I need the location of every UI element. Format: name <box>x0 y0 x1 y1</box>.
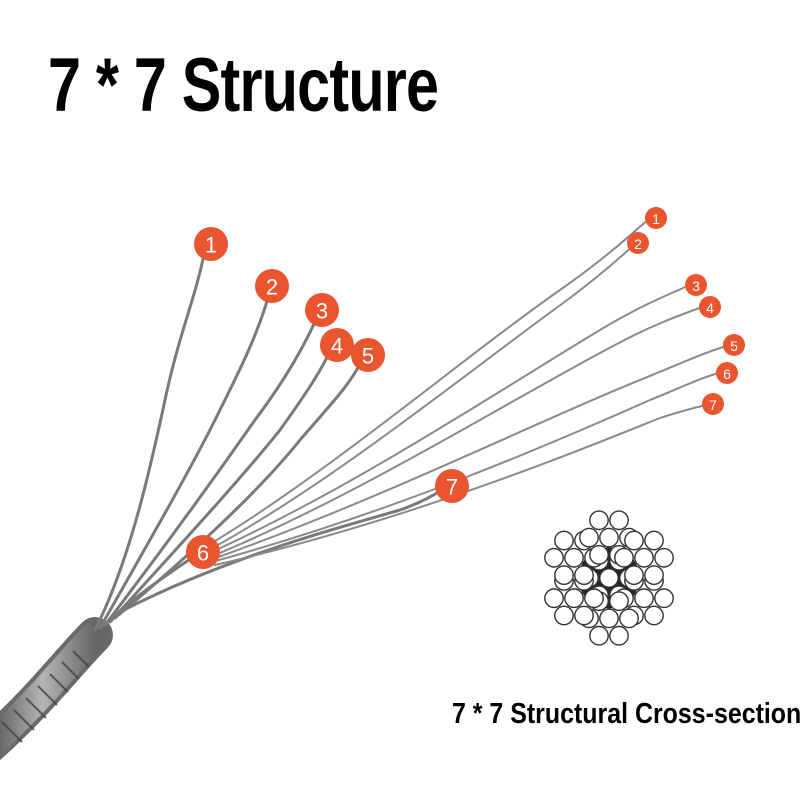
svg-text:4: 4 <box>331 334 343 359</box>
svg-text:6: 6 <box>723 366 731 382</box>
left-strand-7 <box>118 484 450 614</box>
left-strand-4 <box>108 343 335 624</box>
wire-circle <box>644 565 664 585</box>
right-badge-1: 1 <box>645 207 667 229</box>
svg-text:2: 2 <box>266 275 278 300</box>
right-strand-2 <box>204 241 638 553</box>
wire-circle <box>599 568 619 588</box>
wire-rope <box>0 617 113 760</box>
right-badge-2: 2 <box>627 232 649 254</box>
wire-circle <box>589 545 609 565</box>
left-badge-3: 3 <box>305 293 339 327</box>
svg-text:6: 6 <box>197 541 209 566</box>
svg-text:3: 3 <box>316 299 328 324</box>
wire-circle <box>584 588 604 609</box>
wire-circle <box>599 608 619 629</box>
wire-circle <box>624 565 644 585</box>
left-strand-2 <box>98 288 272 630</box>
wire-circle <box>634 588 654 609</box>
left-strand-6 <box>113 550 202 617</box>
wire-circle <box>579 527 599 548</box>
wire-circle <box>644 605 664 626</box>
left-strand-3 <box>103 313 320 627</box>
svg-text:2: 2 <box>634 236 642 252</box>
wire-circle <box>609 625 629 646</box>
svg-text:5: 5 <box>730 338 738 354</box>
wire-circle <box>589 510 609 531</box>
svg-text:7: 7 <box>709 397 717 413</box>
right-strand-5 <box>209 344 731 561</box>
svg-text:3: 3 <box>692 278 700 294</box>
wire-circle <box>644 530 664 551</box>
right-strand-3 <box>204 284 691 556</box>
right-strand-1 <box>199 217 651 551</box>
right-strand-6 <box>211 371 723 563</box>
wire-circle <box>634 547 654 568</box>
right-badge-4: 4 <box>699 296 721 318</box>
left-badge-1: 1 <box>194 227 228 261</box>
wire-circle <box>564 588 584 609</box>
wire-circle <box>614 547 634 568</box>
wire-circle <box>624 530 644 551</box>
left-badge-7: 7 <box>435 469 469 503</box>
cross-section-diagram <box>544 510 674 646</box>
left-badge-2: 2 <box>255 269 289 303</box>
wire-circle <box>609 510 629 531</box>
right-badge-6: 6 <box>716 362 738 384</box>
right-badge-3: 3 <box>685 274 707 296</box>
wire-circle <box>554 605 574 626</box>
svg-text:5: 5 <box>362 344 374 369</box>
wire-circle <box>554 530 574 551</box>
left-badge-6: 6 <box>186 535 220 569</box>
left-badge-4: 4 <box>320 328 354 362</box>
svg-text:1: 1 <box>205 233 217 258</box>
wire-circle <box>654 547 674 568</box>
wire-circle <box>544 547 564 568</box>
svg-text:4: 4 <box>706 300 714 316</box>
wire-circle <box>619 608 639 629</box>
right-strands <box>199 217 731 566</box>
right-strand-7 <box>214 403 713 566</box>
wire-circle <box>599 527 619 548</box>
wire-circle <box>609 591 629 611</box>
wire-circle <box>554 565 574 585</box>
wire-circle <box>564 547 584 568</box>
right-strand-4 <box>207 305 706 559</box>
left-strand-5 <box>113 358 364 620</box>
wire-circle <box>574 605 594 626</box>
right-badges: 1 2 3 4 5 6 7 <box>627 207 745 415</box>
wire-circle <box>574 565 594 585</box>
wire-circle <box>544 588 564 609</box>
title: 7 * 7 Structure <box>48 43 439 128</box>
wire-circle <box>654 588 674 609</box>
left-strands <box>93 248 450 632</box>
wire-circle <box>589 625 609 646</box>
svg-text:1: 1 <box>652 211 660 227</box>
left-badges: 1 2 3 4 5 6 7 <box>186 227 469 569</box>
left-badge-5: 5 <box>351 338 385 372</box>
left-strand-1 <box>93 248 207 632</box>
cross-section-caption: 7 * 7 Structural Cross-section <box>452 698 800 730</box>
right-badge-5: 5 <box>723 334 745 356</box>
right-badge-7: 7 <box>702 393 724 415</box>
svg-text:7: 7 <box>446 475 458 500</box>
